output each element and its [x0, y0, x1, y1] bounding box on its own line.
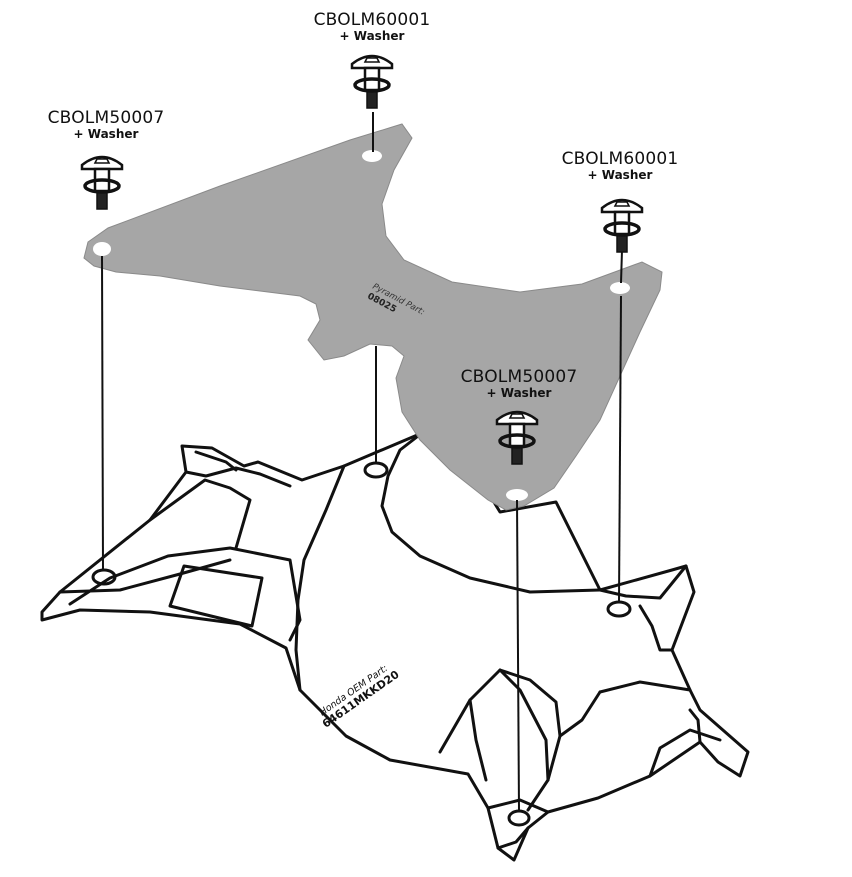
plate-hole-bottom: [506, 489, 528, 501]
callout-right-code: CBOLM60001: [561, 149, 679, 169]
bolt-top-center: [350, 54, 394, 110]
callout-lower-center-washer: + Washer: [486, 386, 552, 400]
callout-lower-center-code: CBOLM50007: [460, 367, 578, 387]
alignment-line-bottom: [516, 499, 520, 812]
oem-undertray: [40, 431, 750, 862]
alignment-line-right-upper: [620, 249, 623, 284]
plate-hole-right: [610, 282, 630, 294]
callout-left: CBOLM50007 + Washer: [34, 108, 178, 141]
callout-left-code: CBOLM50007: [47, 108, 165, 128]
bolt-right: [600, 198, 644, 254]
callout-lower-center: CBOLM50007 + Washer: [447, 367, 591, 400]
bolt-left: [80, 155, 124, 211]
callout-right-washer: + Washer: [587, 168, 653, 182]
callout-top-center-code: CBOLM60001: [313, 10, 431, 30]
callout-left-washer: + Washer: [73, 127, 139, 141]
plate-hole-left: [93, 242, 111, 256]
oem-hole-left: [91, 568, 117, 586]
alignment-line-left: [101, 255, 104, 571]
callout-top-center-washer: + Washer: [339, 29, 405, 43]
alignment-line-right: [618, 295, 622, 603]
plate-hole-top: [362, 150, 382, 162]
callout-right: CBOLM60001 + Washer: [548, 149, 692, 182]
callout-top-center: CBOLM60001 + Washer: [300, 10, 444, 43]
pyramid-plate: [83, 123, 663, 511]
alignment-lines: [101, 112, 623, 812]
